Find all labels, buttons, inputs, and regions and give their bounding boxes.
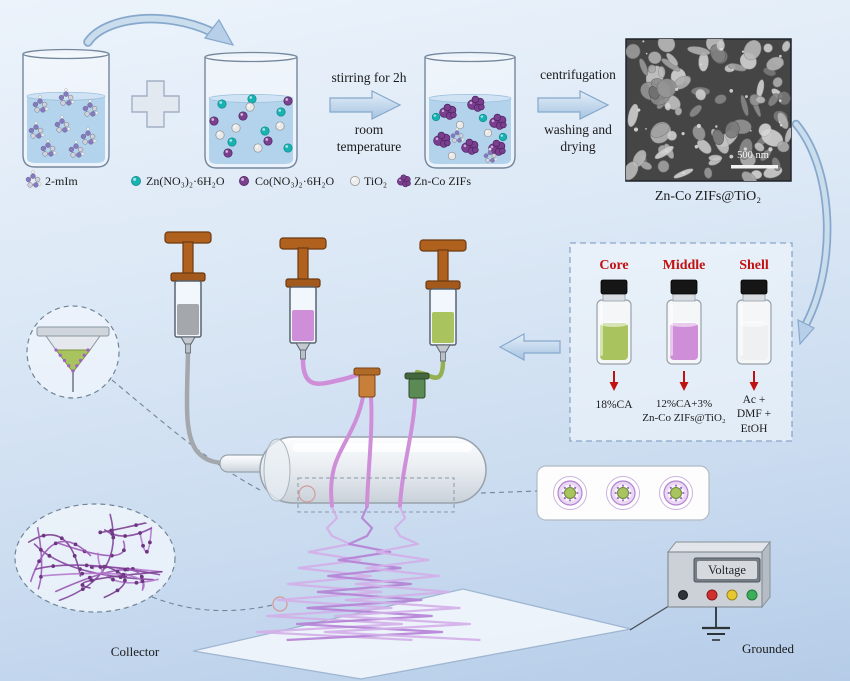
legend-label-zifs: Zn-Co ZIFs bbox=[414, 174, 471, 188]
core-composition: 18%CA bbox=[595, 399, 633, 411]
syringes bbox=[164, 231, 467, 362]
legend-label-zn-salt: Zn(NO₃)₂·6H₂O bbox=[146, 174, 225, 188]
sem-to-solutions-arrow bbox=[791, 119, 832, 346]
solutions-box bbox=[569, 242, 793, 442]
spinneret-dots bbox=[54, 348, 90, 373]
plus-icon bbox=[131, 80, 180, 128]
label-centrifugation: centrifugation bbox=[540, 67, 616, 82]
ground-symbol bbox=[702, 607, 730, 641]
shell-title: Shell bbox=[739, 258, 769, 273]
needle-zone-outline bbox=[297, 477, 455, 513]
voltage-display-label: Voltage bbox=[708, 563, 746, 577]
middle-composition: 12%CA+3% Zn-Co ZIFs@TiO₂ bbox=[642, 398, 726, 424]
grounded-label: Grounded bbox=[742, 641, 794, 656]
solutions-to-syringes-arrow bbox=[498, 332, 561, 362]
beakers bbox=[22, 48, 516, 169]
vial-arrows bbox=[609, 371, 759, 391]
sem-image bbox=[625, 38, 792, 182]
coaxial-fiber-sections bbox=[553, 476, 693, 510]
fiber-cross-section-box bbox=[536, 465, 710, 521]
legend-label-tio2: TiO₂ bbox=[364, 174, 388, 188]
process-arrow-centrifugation bbox=[537, 90, 610, 120]
red-button bbox=[706, 589, 718, 601]
power-knob bbox=[678, 590, 688, 600]
legend-label-2mim: 2-mIm bbox=[45, 174, 78, 188]
high-voltage-supply bbox=[629, 540, 772, 631]
shell-tube bbox=[184, 350, 235, 466]
shell-composition: Ac + DMF + EtOH bbox=[736, 394, 772, 435]
core-title: Core bbox=[599, 258, 629, 273]
fiber-highlight-circle bbox=[272, 596, 288, 612]
solution-vials bbox=[596, 279, 772, 365]
process-arrow-stirring bbox=[329, 90, 402, 120]
green-button bbox=[746, 589, 758, 601]
spinneret-drum bbox=[219, 436, 487, 504]
sem-caption: Zn-Co ZIFs@TiO₂ bbox=[654, 189, 762, 204]
legend-icons bbox=[25, 170, 411, 188]
fiber-web bbox=[27, 513, 163, 605]
legend-label-co-salt: Co(NO₃)₂·6H₂O bbox=[255, 174, 335, 188]
collector-label: Collector bbox=[110, 644, 160, 659]
sem-scale-label: 500 nm bbox=[737, 150, 769, 161]
mixing-arrow bbox=[83, 13, 235, 47]
label-room-temperature: room temperature bbox=[336, 122, 402, 154]
needle-highlight-circle bbox=[298, 485, 316, 503]
yellow-button bbox=[726, 589, 738, 601]
electrospun-fibers bbox=[255, 506, 481, 642]
fiber-web-inset bbox=[14, 503, 176, 613]
middle-title: Middle bbox=[662, 258, 706, 273]
tube-connectors bbox=[353, 367, 430, 399]
label-washing-drying: washing and drying bbox=[544, 122, 612, 154]
spinneret-inset bbox=[26, 305, 120, 399]
label-stirring: stirring for 2h bbox=[331, 70, 407, 85]
sem-scale-bar bbox=[731, 165, 778, 169]
